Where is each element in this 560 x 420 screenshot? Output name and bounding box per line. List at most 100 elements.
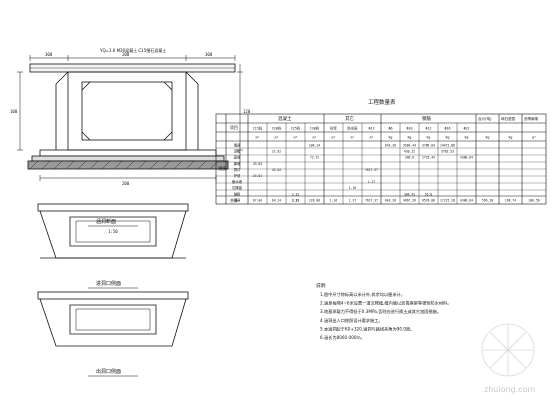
section-scale: 1:50 <box>108 229 118 234</box>
table-col-extra2: 沥青麻絮 <box>524 116 539 121</box>
table-sub-header: C25砼 <box>291 126 301 131</box>
table-unit-cell: m³ <box>294 136 298 140</box>
table-row-name: 墙身 <box>234 143 241 148</box>
dim-left: 300 <box>45 52 53 57</box>
table-cell: 3.32 <box>292 198 300 202</box>
table-unit-cell: Kg <box>389 136 393 140</box>
table-cell: 72.72 <box>310 156 319 160</box>
table-total-cell: 17225.28 <box>440 199 455 203</box>
notes-heading: 说明: <box>316 282 327 289</box>
table-cell: 3.32 <box>292 192 300 196</box>
note-line: 6.涵长为8060.000m。 <box>320 334 365 341</box>
quantity-table-grid <box>215 113 547 205</box>
table-unit-cell: m³ <box>370 136 374 140</box>
table-cell: 4380.64 <box>460 156 473 160</box>
table-cell: 24.01 <box>253 174 262 178</box>
table-row-name: 截水墙 <box>232 179 243 184</box>
culvert-cross-section <box>17 55 243 227</box>
note-line: 2.涵身每隔4~6米设置一道沉降缝,缝内填以沥青麻絮等弹性防水材料。 <box>320 300 451 307</box>
dim-right: 300 <box>205 52 213 57</box>
table-col-subtotal: 合计(吨) <box>478 116 492 121</box>
table-cell: 3786.84 <box>422 144 435 148</box>
watermark-logo <box>481 323 535 377</box>
table-total-cell: 3.32 <box>292 199 300 203</box>
note-line: 3.地基承载力不得低于0.3MPa,否则应进行换土或其它加固措施。 <box>320 308 441 315</box>
table-unit-cell: Kg <box>408 136 412 140</box>
watermark-text: zhulong.com <box>484 385 535 394</box>
table-total-cell: 643.26 <box>385 199 396 203</box>
table-total-cell: 1.16 <box>330 199 338 203</box>
dim-side: 100 <box>10 109 18 114</box>
table-sub-header: C15砼 <box>253 126 263 131</box>
entrance-title: 进洞口侧面 <box>96 280 121 287</box>
exit-title: 出洞口侧面 <box>96 368 121 375</box>
table-sub-header: C30砼 <box>310 126 320 131</box>
table-total-cell: 596.18 <box>482 199 493 203</box>
table-total-cell: 106.56 <box>528 199 539 203</box>
table-total-cell: 4667.26 <box>403 199 416 203</box>
table-cell: 2725.44 <box>422 156 435 160</box>
table-col-extra1: 碎石垫层 <box>501 116 516 121</box>
table-row-name: 洞口 <box>234 167 241 172</box>
table-col-item: 项目 <box>230 124 238 130</box>
note-line: 4.涵洞出入口按照设计要求施工。 <box>320 317 383 324</box>
table-sub-header: 防水层 <box>347 126 358 131</box>
table-cell: 1.27 <box>368 180 376 184</box>
table-row-name: 基础 <box>234 155 241 160</box>
table-side-label: 涵身 <box>218 165 227 172</box>
table-unit-cell: Kg <box>486 136 490 140</box>
table-cell: 7617.37 <box>365 168 378 172</box>
table-total-cell: 1.27 <box>349 199 357 203</box>
notes-list: 1.图中尺寸除标高以米计外,其余均以厘米计。 2.涵身每隔4~6米设置一道沉降缝,… <box>320 291 451 341</box>
table-cell: 106.24 <box>309 144 320 148</box>
table-unit-cell: m³ <box>256 136 260 140</box>
table-row-name: 墙身 <box>234 197 241 202</box>
table-total-cell: 6578.88 <box>422 199 435 203</box>
section-top-note: YQ=1.0 M30混凝土 C15细石混凝土 <box>99 47 166 53</box>
dim-bottom: 200 <box>122 181 130 186</box>
table-row-name: 顶板 <box>234 149 241 154</box>
table-total-label: 合计 <box>230 197 238 203</box>
section-title: 涵洞断面 <box>96 218 116 225</box>
table-total-cell: 64.24 <box>272 199 281 203</box>
table-total-cell: 198.74 <box>505 199 516 203</box>
table-row-name: 护坡 <box>234 173 241 178</box>
table-unit-cell: m² <box>351 136 355 140</box>
table-row-name: 沉降缝 <box>232 185 243 190</box>
table-unit-cell: m³ <box>532 136 536 140</box>
table-sub-header: Φ6 <box>388 127 392 131</box>
table-cell: 21.82 <box>272 150 281 154</box>
table-cell: 430.22 <box>404 150 415 154</box>
table-total-cell: 67.04 <box>253 199 262 203</box>
entrance-side-view <box>37 203 189 289</box>
table-cell: 53.6 <box>425 192 433 196</box>
table-sub-header: 砂浆 <box>330 126 337 131</box>
dim-mid: 200 <box>122 52 130 57</box>
table-unit-cell: Kg <box>465 136 469 140</box>
table-cell: 43.03 <box>253 162 262 166</box>
table-sub-header: Φ10 <box>406 127 412 131</box>
exit-side-view <box>37 291 189 377</box>
table-sub-header: Φ12 <box>368 127 374 131</box>
table-sub-header: Φ12 <box>425 127 431 131</box>
table-sub-header: Φ22 <box>463 127 469 131</box>
table-cell: 3584.44 <box>403 144 416 148</box>
table-total-cell: 7617.37 <box>365 199 378 203</box>
table-cell: 42.42 <box>272 168 281 172</box>
table-unit-cell: Kg <box>446 136 450 140</box>
table-unit-cell: m³ <box>313 136 317 140</box>
table-group-concrete: 混凝土 <box>278 115 292 122</box>
table-cell: 14472.86 <box>440 144 455 148</box>
table-sub-header: C20砼 <box>272 126 282 131</box>
table-title: 工程数量表 <box>368 98 396 106</box>
note-line: 1.图中尺寸除标高以米计外,其余均以厘米计。 <box>320 291 405 298</box>
table-cell: 346.6 <box>405 156 414 160</box>
table-total-cell: 4380.64 <box>460 199 473 203</box>
table-group-other: 其它 <box>345 115 354 122</box>
table-body: 墙身 106.24 643.26 3584.44 3786.84 14472.86 顶板 21… <box>232 143 473 203</box>
table-row-name: 翼墙 <box>234 161 241 166</box>
